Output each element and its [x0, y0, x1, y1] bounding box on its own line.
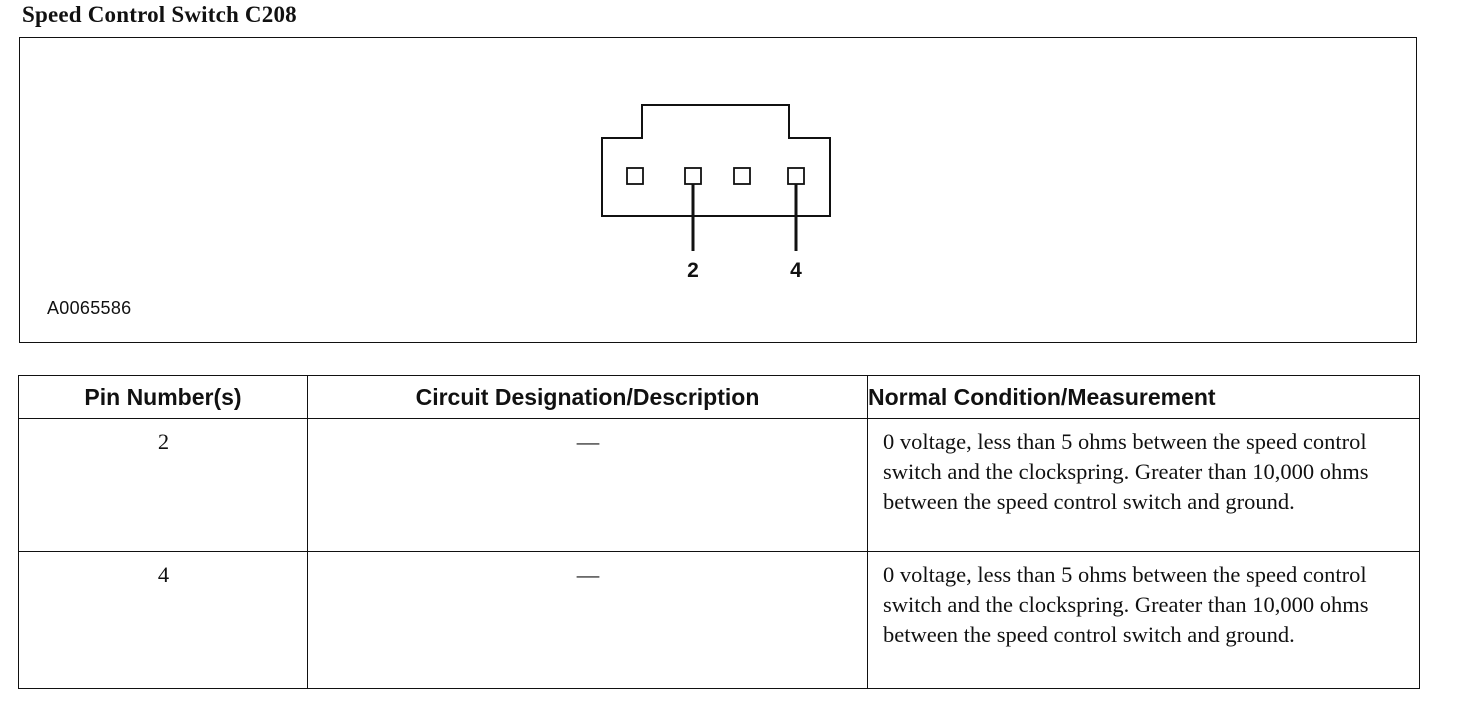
pin-number-cell: 4 [18, 551, 308, 689]
cavity-1 [626, 167, 644, 185]
circuit-cell: — [307, 418, 868, 552]
cavity-2 [684, 167, 702, 185]
cavity-3 [733, 167, 751, 185]
table-row: 2 — 0 voltage, less than 5 ohms between … [18, 418, 1420, 552]
table-row: 4 — 0 voltage, less than 5 ohms between … [18, 551, 1420, 689]
pin-table: Pin Number(s) Circuit Designation/Descri… [18, 375, 1420, 689]
circuit-cell: — [307, 551, 868, 689]
measurement-cell: 0 voltage, less than 5 ohms between the … [867, 418, 1420, 552]
connector-face-drawing [601, 104, 831, 251]
figure-id: A0065586 [47, 298, 132, 318]
pin-number-cell: 2 [18, 418, 308, 552]
table-header-row: Pin Number(s) Circuit Designation/Descri… [18, 375, 1420, 419]
connector-diagram: 2 4 A0065586 [19, 37, 1417, 343]
header-normal-condition: Normal Condition/Measurement [867, 375, 1420, 419]
connector-housing-outline [601, 104, 831, 217]
cavity-4 [787, 167, 805, 185]
header-circuit-designation: Circuit Designation/Description [307, 375, 868, 419]
header-pin-numbers: Pin Number(s) [18, 375, 308, 419]
pin-callout-2: 2 [687, 259, 699, 282]
pin-callout-4: 4 [790, 259, 802, 282]
page-title: Speed Control Switch C208 [22, 2, 297, 27]
measurement-cell: 0 voltage, less than 5 ohms between the … [867, 551, 1420, 689]
